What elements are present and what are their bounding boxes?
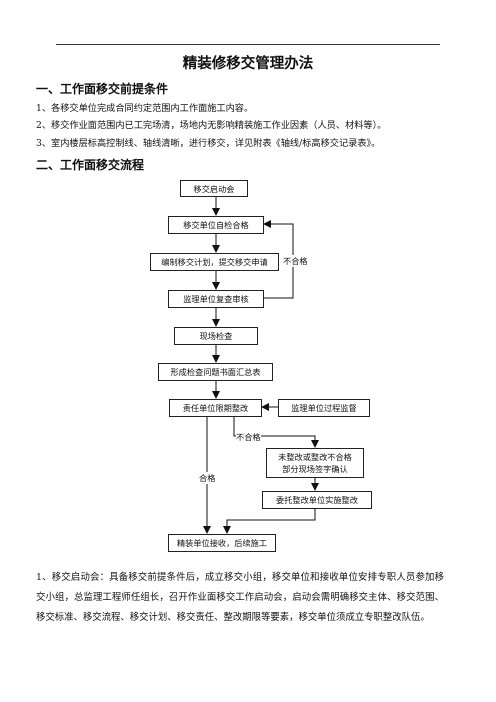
body-paragraph-1: 1、移交启动会：具备移交前提条件后，成立移交小组，移交单位和接收单位安排专职人员… <box>36 572 444 623</box>
label-pass: 合格 <box>199 472 216 484</box>
unrectified-line-1: 未整改或整改不合格 <box>278 452 352 462</box>
arrow-rectify-to-unrectified <box>233 416 319 448</box>
flow-box-summary: 形成检查问题书面汇总表 <box>158 363 273 381</box>
flow-box-entrust: 委托整改单位实施整改 <box>262 491 372 509</box>
page-title: 精装修移交管理办法 <box>182 56 314 72</box>
flow-box-review: 监理单位复查审核 <box>168 290 264 308</box>
flow-box-onsite: 现场检查 <box>174 327 258 345</box>
flow-box-self-check: 移交单位自检合格 <box>168 216 264 234</box>
flow-box-start: 移交启动会 <box>180 180 248 197</box>
condition-item-2: 2、移交作业面范围内已工完场清，场地内无影响精装施工作业因素（人员、材料等）。 <box>36 120 387 131</box>
flow-box-unrectified: 未整改或整改不合格 部分现场签字确认 <box>266 448 364 478</box>
flow-box-supervise: 监理单位过程监督 <box>278 399 370 417</box>
section-heading-1: 一、工作面移交前提条件 <box>36 82 169 96</box>
flow-box-rectify: 责任单位限期整改 <box>169 399 262 417</box>
condition-item-1: 1、各移交单位完成合同约定范围内工作面施工内容。 <box>36 103 254 114</box>
header-rule <box>56 44 440 45</box>
label-fail-review: 不合格 <box>283 255 308 267</box>
unrectified-line-2: 部分现场签字确认 <box>282 464 348 474</box>
flow-box-plan: 编制移交计划，提交移交申请 <box>150 253 279 271</box>
label-fail-rectify: 不合格 <box>236 431 261 443</box>
condition-item-3: 3、室内楼层标高控制线、轴线清晰，进行移交，详见附表《轴线/标高移交记录表》。 <box>36 138 381 149</box>
flow-box-accept: 精装单位接收，后续施工 <box>168 534 276 552</box>
arrow-entrust-to-accept <box>223 508 316 534</box>
section-heading-2: 二、工作面移交流程 <box>36 158 145 172</box>
